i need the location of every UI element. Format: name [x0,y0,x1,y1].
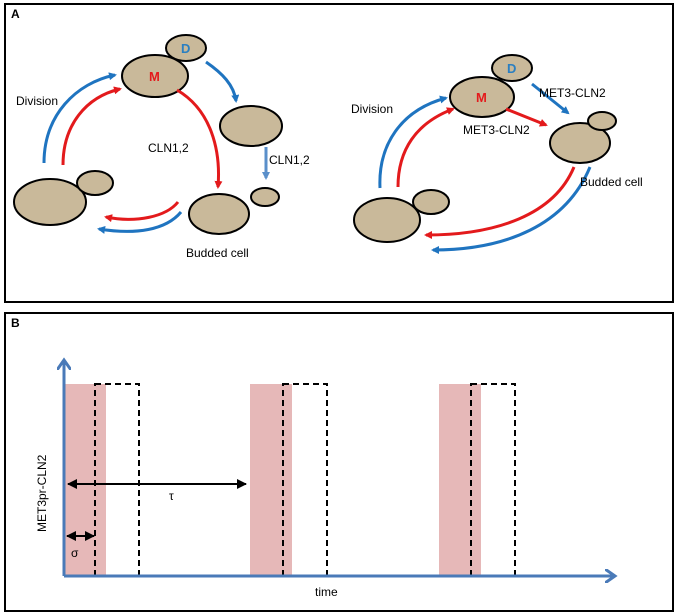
left-daughter-label: D [181,41,190,56]
right-bottom-red-arrow [424,166,576,239]
left-bottom-blue-arrow [97,210,183,234]
dashed-window-3 [470,383,516,577]
panel-a: A M D [4,3,674,303]
right-mother-cell [449,76,515,118]
left-cln12-side-label: CLN1,2 [269,153,310,167]
panel-b-diagram: τ σ time MET3pr-CLN2 [35,314,676,599]
right-met3-blue-arrow [531,82,570,115]
left-cln12-main-label: CLN1,2 [148,141,189,155]
sigma-label: σ [71,546,79,560]
dashed-window-2 [282,383,328,577]
right-met3-red-arrow [505,107,548,127]
pulse-2 [250,384,292,576]
left-division-blue-arrow [42,72,117,164]
left-grown-daughter-cell [219,105,283,147]
right-bottom-blue-arrow [431,166,592,254]
left-budded-cell-label: Budded cell [186,246,249,260]
right-met3-mid-label: MET3-CLN2 [463,123,530,137]
pulse-3 [439,384,481,576]
panel-a-letter: A [11,7,20,21]
tau-label: τ [169,489,174,503]
right-daughter-cell [491,54,533,82]
y-axis-label: MET3pr-CLN2 [35,454,49,532]
left-budded-bud [250,187,280,207]
right-division-blue-arrow [378,95,448,189]
right-pre-division-cell [353,197,421,243]
left-bottom-red-arrow [104,200,180,223]
right-budded-bud [587,111,617,131]
left-division-label: Division [16,94,58,108]
right-mother-label: M [476,90,487,105]
right-met3-top-label: MET3-CLN2 [539,86,606,100]
left-mother-label: M [149,69,160,84]
left-budded-cell [188,193,250,235]
right-pre-division-bud [412,189,450,215]
left-daughter-growth-blue-arrow [205,60,240,103]
x-axis-label: time [315,585,338,599]
panel-a-diagram: M D Division CLN1,2 CLN1,2 Budded cell M… [13,34,643,260]
panel-b-letter: B [11,316,20,330]
left-division-red-arrow [61,86,122,166]
left-pre-division-cell [13,178,87,226]
right-division-label: Division [351,102,393,116]
right-budded-cell [549,122,611,164]
right-daughter-label: D [507,61,516,76]
left-cln12-red-arrow [176,88,223,189]
left-daughter-cell [165,34,207,62]
right-budded-cell-label: Budded cell [580,175,643,189]
left-pre-division-bud [76,170,114,196]
left-mother-cell [121,54,189,98]
panel-b: B τ σ time MET3p [4,312,674,612]
right-division-red-arrow [396,107,455,188]
